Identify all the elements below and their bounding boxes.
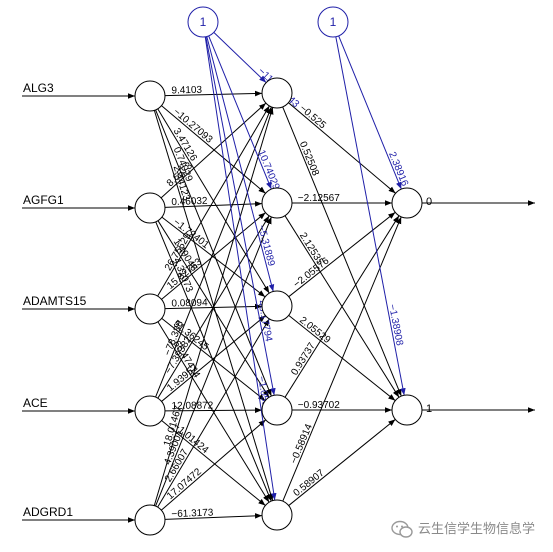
watermark-text: 云生信学生物信息学 [418, 521, 535, 537]
output-node [391, 394, 423, 426]
input-label: ADGRD1 [23, 505, 73, 519]
bias-output-weight-label: 2.38916 [386, 150, 410, 188]
input-hidden-weight-label: 12.08872 [172, 400, 214, 411]
input-hidden-weight-label: −61.3173 [171, 507, 214, 520]
input-hidden-edge [160, 102, 267, 199]
input-hidden-edge [161, 420, 266, 506]
hidden-output-edge [282, 106, 402, 397]
bias-output-edge [338, 35, 402, 190]
input-hidden-edge [161, 315, 266, 402]
hidden-output-edge [288, 211, 396, 298]
hidden-output-weight-label: 0.58907 [292, 467, 327, 499]
input-hidden-edge [155, 106, 272, 398]
input-hidden-edge [161, 105, 266, 194]
output-label: 1 [426, 403, 432, 415]
wechat-logo-icon [391, 520, 413, 538]
input-hidden-weight-label: 9.4103 [171, 85, 202, 97]
bias-node-label: 1 [330, 15, 337, 29]
hidden-output-edge [288, 419, 396, 506]
edges-layer [22, 32, 535, 523]
input-hidden-edge [157, 220, 270, 398]
hidden-output-weight-label: −0.58914 [289, 422, 315, 465]
input-label: ALG3 [23, 81, 54, 95]
hidden-node [261, 290, 293, 322]
input-node [134, 192, 166, 224]
bias-node-label: 1 [200, 15, 207, 29]
input-hidden-edge [153, 107, 274, 506]
watermark: 云生信学生物信息学 [391, 520, 535, 538]
hidden-output-weight-label: −0.93702 [298, 400, 340, 411]
input-label: ACE [23, 396, 48, 410]
input-hidden-edge [155, 216, 272, 507]
output-label: 0 [426, 196, 432, 208]
input-node [134, 80, 166, 112]
hidden-node [261, 77, 293, 109]
hidden-output-edge [284, 215, 400, 398]
bias-hidden-edge [204, 36, 277, 501]
input-hidden-edge [164, 201, 263, 208]
bias-node [187, 6, 219, 38]
hidden-output-edge [288, 102, 396, 194]
input-hidden-edge [161, 212, 266, 300]
bias-node [317, 6, 349, 38]
hidden-output-weight-label: 0.93737 [289, 341, 318, 378]
hidden-node [261, 187, 293, 219]
output-node [391, 187, 423, 219]
input-hidden-edge [161, 216, 266, 298]
hidden-output-edge [282, 216, 402, 502]
bias-hidden-edge [206, 36, 275, 292]
hidden-node [261, 394, 293, 426]
input-hidden-weight-label: 0.46032 [171, 196, 208, 208]
bias-hidden-weight-label: −5.31889 [255, 224, 276, 268]
input-hidden-edge [157, 318, 270, 508]
bias-output-weight-label: −1.38908 [386, 303, 405, 347]
hidden-node [261, 499, 293, 531]
bias-output-edge [335, 36, 406, 396]
input-hidden-edge [157, 321, 270, 503]
bias-hidden-edge [208, 35, 272, 190]
hidden-output-weight-label: −2.12567 [298, 193, 340, 204]
input-node [134, 395, 166, 427]
input-label: ADAMTS15 [23, 294, 87, 308]
weight-labels-layer: ALG3AGFG1ADAMTS15ACEADGRD19.4103−10.2709… [23, 66, 432, 520]
input-hidden-edge [164, 407, 263, 413]
bias-hidden-weight-label: 10.74029 [255, 149, 281, 192]
hidden-output-weight-label: 0.52508 [297, 140, 321, 178]
input-hidden-edge [161, 317, 266, 402]
hidden-output-weight-label: −2.05576 [292, 255, 332, 290]
hidden-output-weight-label: −0.525 [297, 103, 328, 132]
input-label: AGFG1 [23, 193, 64, 207]
input-node [134, 504, 166, 536]
input-hidden-edge [161, 419, 266, 511]
input-hidden-edge [164, 513, 263, 520]
bias-hidden-edge [205, 36, 276, 396]
bias-hidden-edge [213, 32, 267, 83]
input-hidden-weight-label: 0.08094 [171, 298, 208, 310]
input-node [134, 293, 166, 325]
